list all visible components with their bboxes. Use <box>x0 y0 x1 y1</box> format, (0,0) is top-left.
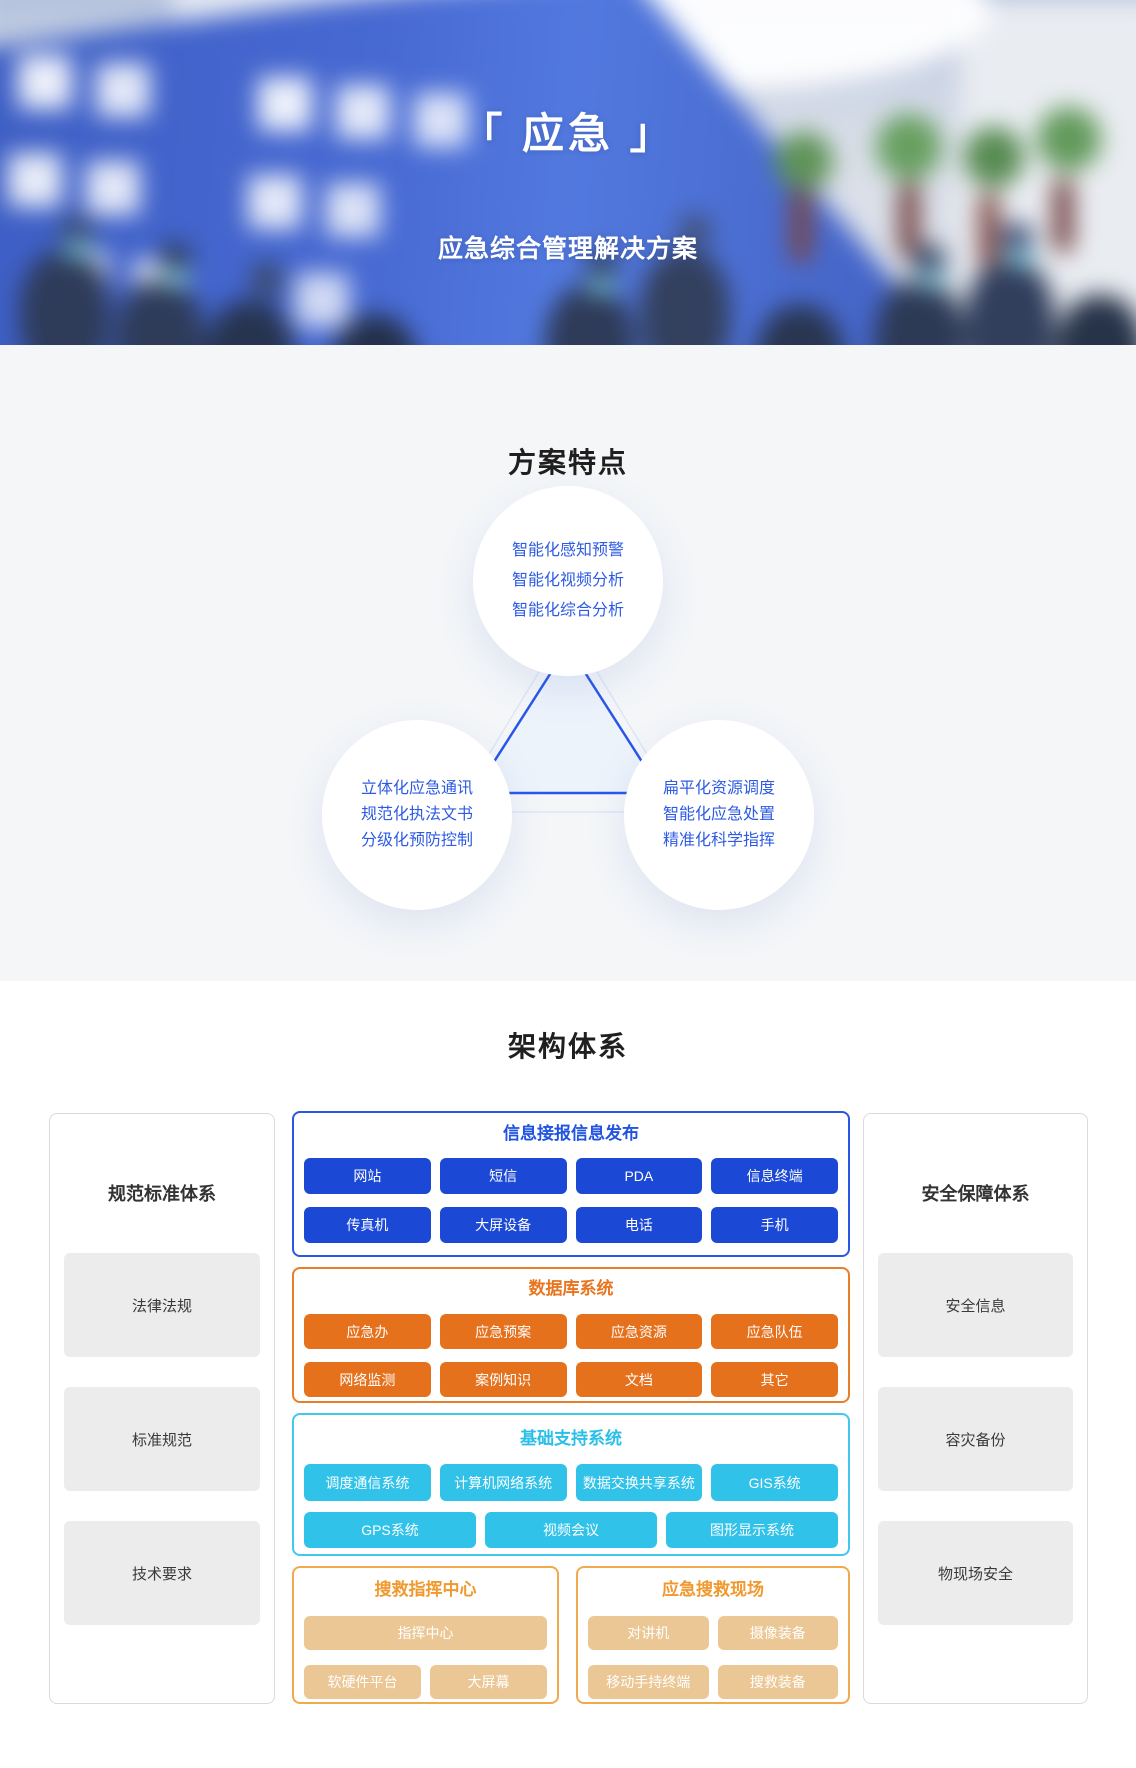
db-node: 文档 <box>575 1362 703 1397</box>
command-node: 大屏幕 <box>430 1665 547 1699</box>
scene-row-2: 移动手持终端 搜救装备 <box>578 1665 848 1699</box>
hero-face-masks-blur <box>64 242 92 258</box>
info-publish-row-1: 网站 短信 PDA 信息终端 <box>294 1158 848 1194</box>
standards-panel: 规范标准体系 法律法规 标准规范 技术要求 <box>49 1113 275 1704</box>
security-panel-title: 安全保障体系 <box>921 1184 1030 1204</box>
security-item: 物现场安全 <box>878 1521 1073 1625</box>
hero-background-photo <box>0 0 1136 345</box>
scene-node: 搜救装备 <box>717 1665 838 1699</box>
hero-plants-blur <box>775 132 833 190</box>
support-node: 图形显示系统 <box>666 1512 838 1548</box>
feature-line: 智能化应急处置 <box>662 806 775 823</box>
support-row-1: 调度通信系统 计算机网络系统 数据交换共享系统 GIS系统 <box>294 1464 848 1501</box>
db-node: 应急资源 <box>575 1314 703 1349</box>
feature-circle-dispatch: 扁平化资源调度 智能化应急处置 精准化科学指挥 <box>624 720 814 910</box>
info-node: 信息终端 <box>711 1158 838 1194</box>
scene-node: 摄像装备 <box>717 1616 838 1650</box>
hero-people-blur <box>20 250 110 345</box>
feature-line: 扁平化资源调度 <box>662 780 775 797</box>
triangle-graphic <box>453 623 683 813</box>
db-node: 网络监测 <box>304 1362 431 1397</box>
info-node: 手机 <box>711 1207 838 1243</box>
bottom-boxes-row: 搜救指挥中心 指挥中心 软硬件平台 大屏幕 应急搜救现场 对讲机 摄像装备 <box>292 1566 850 1704</box>
db-node: 应急预案 <box>439 1314 567 1349</box>
feature-circle-intelligent: 智能化感知预警 智能化视频分析 智能化综合分析 <box>473 486 663 676</box>
feature-line: 智能化综合分析 <box>511 602 624 619</box>
support-node: GPS系统 <box>304 1512 476 1548</box>
support-node: 视频会议 <box>485 1512 657 1548</box>
scene-node: 对讲机 <box>588 1616 709 1650</box>
command-node: 软硬件平台 <box>304 1665 421 1699</box>
info-node: PDA <box>575 1158 703 1194</box>
db-node: 案例知识 <box>439 1362 567 1397</box>
hero-title: 「 应急 」 <box>460 110 676 157</box>
feature-line: 立体化应急通讯 <box>360 780 473 797</box>
architecture-center-column: 信息接报信息发布 网站 短信 PDA 信息终端 传真机 大屏设备 电话 手机 数… <box>292 1111 850 1704</box>
features-section-title: 方案特点 <box>507 447 628 478</box>
standards-item: 标准规范 <box>64 1387 260 1491</box>
info-node: 电话 <box>575 1207 703 1243</box>
feature-line: 精准化科学指挥 <box>662 832 775 849</box>
standards-panel-items: 法律法规 标准规范 技术要求 <box>50 1253 274 1625</box>
security-panel-items: 安全信息 容灾备份 物现场安全 <box>864 1253 1087 1625</box>
database-row-2: 网络监测 案例知识 文档 其它 <box>294 1362 848 1397</box>
hero-wall-blur <box>960 0 1136 345</box>
hero-subtitle: 应急综合管理解决方案 <box>437 235 698 263</box>
standards-item: 技术要求 <box>64 1521 260 1625</box>
feature-line: 智能化感知预警 <box>511 542 624 559</box>
security-item: 容灾备份 <box>878 1387 1073 1491</box>
command-row-2: 软硬件平台 大屏幕 <box>294 1665 557 1699</box>
architecture-diagram: 规范标准体系 法律法规 标准规范 技术要求 信息接报信息发布 网站 短信 PDA… <box>49 1111 1088 1704</box>
db-node: 应急队伍 <box>711 1314 838 1349</box>
rescue-scene-title: 应急搜救现场 <box>662 1580 764 1599</box>
features-section: 方案特点 智能化感知预警 智能化视频分析 智能化综合分析 立体化应急通讯 规范化… <box>0 345 1136 981</box>
feature-line: 分级化预防控制 <box>360 832 473 849</box>
hero-plant-trunks-blur <box>791 188 811 263</box>
support-row-2: GPS系统 视频会议 图形显示系统 <box>294 1512 848 1548</box>
db-node: 其它 <box>711 1362 838 1397</box>
info-node: 大屏设备 <box>439 1207 567 1243</box>
hero-section: 「 应急 」 应急综合管理解决方案 <box>0 0 1136 345</box>
info-node: 短信 <box>439 1158 567 1194</box>
info-publish-box: 信息接报信息发布 网站 短信 PDA 信息终端 传真机 大屏设备 电话 手机 <box>292 1111 850 1257</box>
feature-line: 规范化执法文书 <box>360 806 473 823</box>
support-node: GIS系统 <box>711 1464 838 1501</box>
info-node: 网站 <box>304 1158 431 1194</box>
info-node: 传真机 <box>304 1207 431 1243</box>
database-title: 数据库系统 <box>528 1279 614 1298</box>
command-row-1: 指挥中心 <box>294 1616 557 1650</box>
standards-item: 法律法规 <box>64 1253 260 1357</box>
info-publish-row-2: 传真机 大屏设备 电话 手机 <box>294 1207 848 1243</box>
command-center-title: 搜救指挥中心 <box>374 1580 477 1599</box>
info-publish-title: 信息接报信息发布 <box>503 1124 639 1143</box>
architecture-section-title: 架构体系 <box>507 1031 628 1062</box>
scene-node: 移动手持终端 <box>588 1665 709 1699</box>
support-node: 调度通信系统 <box>304 1464 431 1501</box>
database-row-1: 应急办 应急预案 应急资源 应急队伍 <box>294 1314 848 1349</box>
hero-banner-text-blur <box>18 55 72 109</box>
support-node: 计算机网络系统 <box>439 1464 567 1501</box>
support-system-box: 基础支持系统 调度通信系统 计算机网络系统 数据交换共享系统 GIS系统 GPS… <box>292 1413 850 1556</box>
feature-line: 智能化视频分析 <box>511 572 624 589</box>
feature-circle-communication: 立体化应急通讯 规范化执法文书 分级化预防控制 <box>322 720 512 910</box>
standards-panel-title: 规范标准体系 <box>108 1184 216 1204</box>
security-panel: 安全保障体系 安全信息 容灾备份 物现场安全 <box>863 1113 1088 1704</box>
rescue-scene-box: 应急搜救现场 对讲机 摄像装备 移动手持终端 搜救装备 <box>576 1566 850 1704</box>
security-item: 安全信息 <box>878 1253 1073 1357</box>
support-system-title: 基础支持系统 <box>520 1429 622 1448</box>
database-box: 数据库系统 应急办 应急预案 应急资源 应急队伍 网络监测 案例知识 文档 其它 <box>292 1267 850 1403</box>
support-node: 数据交换共享系统 <box>575 1464 703 1501</box>
command-node: 指挥中心 <box>304 1616 547 1650</box>
scene-row-1: 对讲机 摄像装备 <box>578 1616 848 1650</box>
command-center-box: 搜救指挥中心 指挥中心 软硬件平台 大屏幕 <box>292 1566 559 1704</box>
db-node: 应急办 <box>304 1314 431 1349</box>
